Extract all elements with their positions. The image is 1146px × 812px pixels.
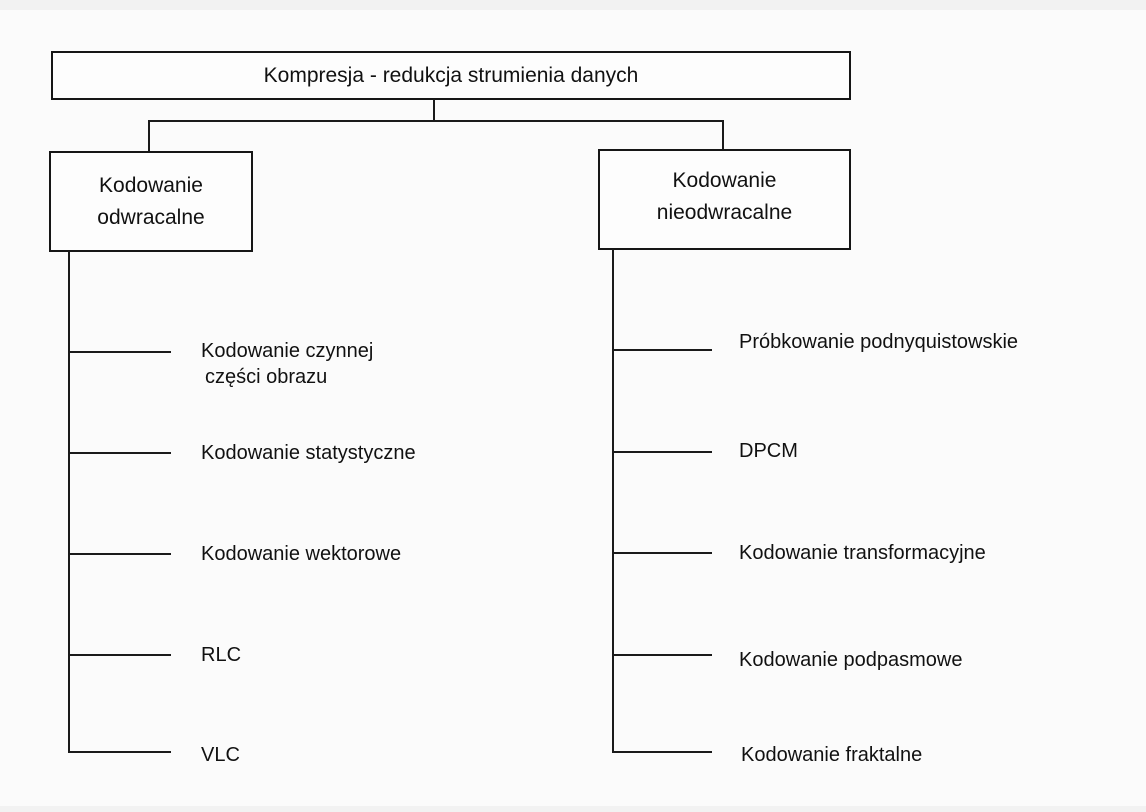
left-branch: [68, 751, 171, 753]
right-branch: [612, 552, 712, 554]
leaf-vector-coding: Kodowanie wektorowe: [201, 543, 402, 565]
connector-left-down: [148, 120, 150, 152]
leaf-fractal-coding: Kodowanie fraktalne: [741, 744, 923, 766]
leaf-subband-coding: Kodowanie podpasmowe: [739, 649, 963, 671]
node-label-line1: Kodowanie: [99, 173, 203, 197]
leaf-vlc: VLC: [201, 744, 240, 766]
left-trunk: [68, 251, 70, 753]
leaf-statistical-coding: Kodowanie statystyczne: [201, 442, 416, 464]
right-branch: [612, 654, 712, 656]
root-node: Kompresja - redukcja strumienia danych: [51, 51, 851, 100]
node-irreversible-coding: Kodowanie nieodwracalne: [598, 149, 851, 250]
leaf-active-part-coding: Kodowanie czynnej części obrazu: [201, 338, 373, 390]
connector-horizontal: [148, 120, 724, 122]
leaf-label-line1: Kodowanie czynnej: [201, 340, 374, 362]
right-trunk: [612, 249, 614, 753]
left-branch: [68, 654, 171, 656]
left-branch: [68, 351, 171, 353]
leaf-dpcm: DPCM: [739, 440, 798, 462]
root-label: Kompresja - redukcja strumienia danych: [263, 63, 639, 87]
leaf-transform-coding: Kodowanie transformacyjne: [739, 542, 986, 564]
connector-root-down: [433, 99, 435, 122]
right-branch: [612, 751, 712, 753]
node-label-line1: Kodowanie: [672, 168, 777, 192]
leaf-label-line2: części obrazu: [205, 366, 328, 388]
right-branch: [612, 349, 712, 351]
left-branch: [68, 553, 171, 555]
right-branch: [612, 451, 712, 453]
diagram-canvas: [0, 10, 1146, 806]
node-label-line2: odwracalne: [97, 205, 205, 229]
node-reversible-coding: Kodowanie odwracalne: [49, 151, 253, 252]
leaf-subnyquist-sampling: Próbkowanie podnyquistowskie: [739, 331, 1019, 353]
left-branch: [68, 452, 171, 454]
connector-right-down: [722, 120, 724, 150]
leaf-rlc: RLC: [201, 644, 242, 666]
node-label-line2: nieodwracalne: [656, 200, 793, 224]
